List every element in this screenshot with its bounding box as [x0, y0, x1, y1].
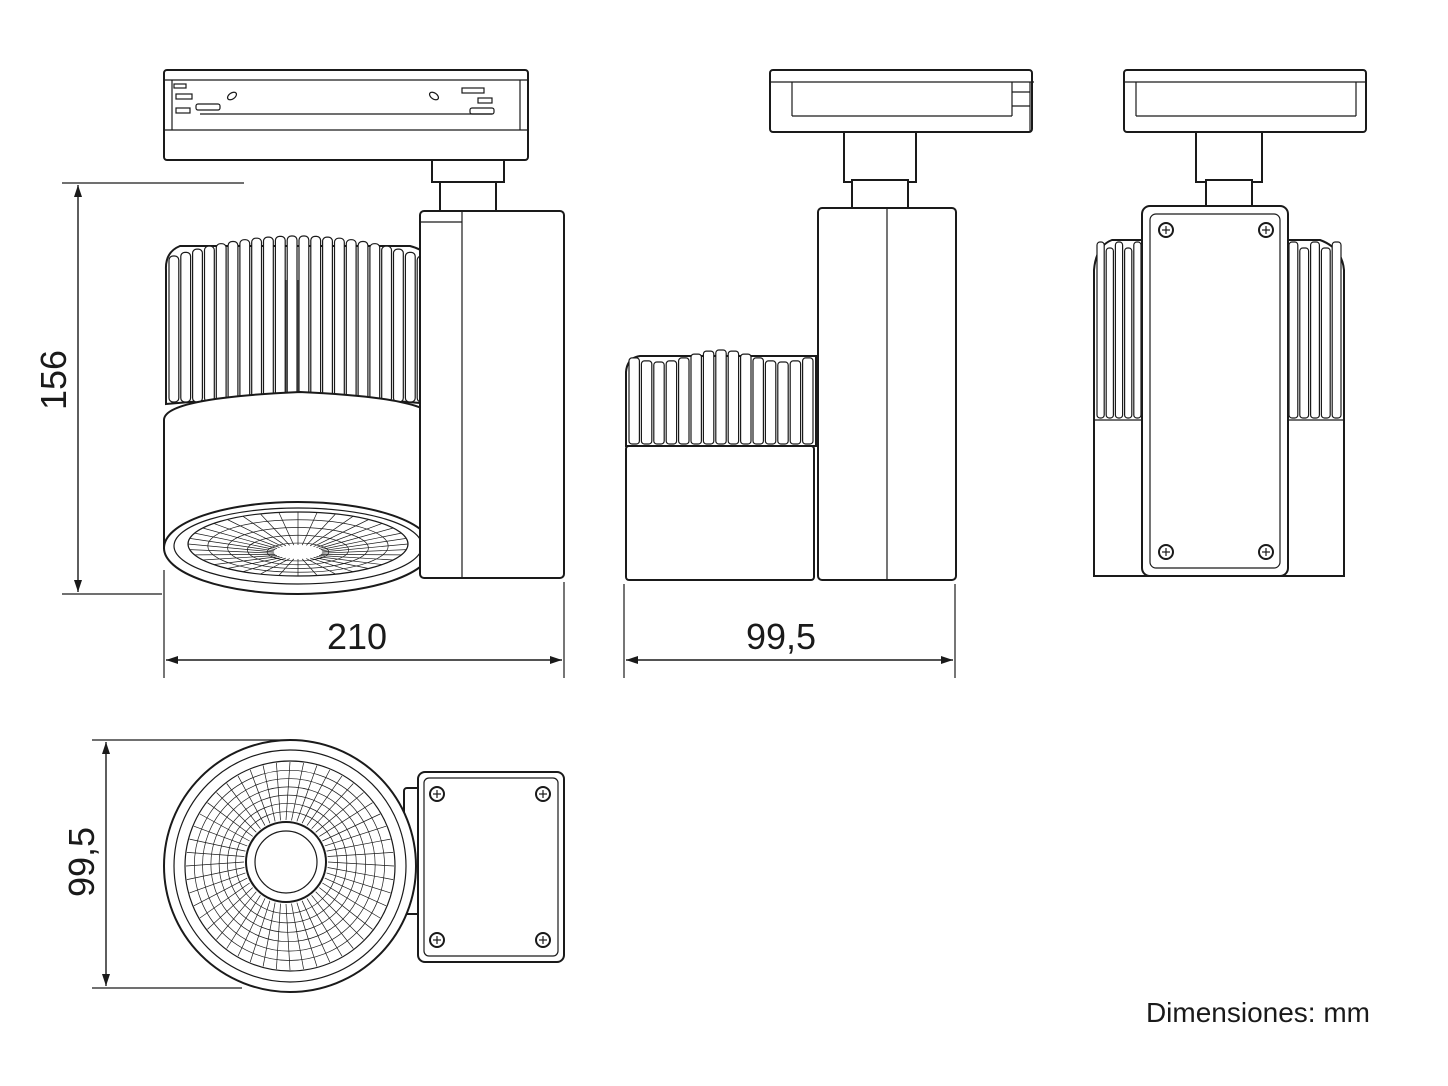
dimension-height-99-5: 99,5	[61, 739, 288, 989]
back-track-adapter	[1123, 69, 1367, 133]
bottom-view	[163, 739, 565, 993]
dimension-label-156: 156	[33, 350, 74, 410]
bottom-lamp-face	[163, 739, 417, 993]
screw-icon	[535, 932, 551, 948]
screw-icon	[1258, 222, 1274, 238]
front-lens	[163, 501, 433, 595]
screw-icon	[1258, 544, 1274, 560]
dimension-label-99-5-horizontal: 99,5	[746, 616, 816, 657]
front-driver-box	[419, 210, 565, 579]
units-note: Dimensiones: mm	[1146, 997, 1370, 1028]
screw-icon	[429, 932, 445, 948]
screw-icon	[1158, 222, 1174, 238]
side-view	[625, 69, 1034, 581]
bottom-driver-box	[417, 771, 565, 963]
front-track-adapter	[163, 69, 529, 161]
side-track-adapter	[769, 69, 1034, 133]
screw-icon	[535, 786, 551, 802]
dimension-width-210: 210	[163, 570, 565, 678]
side-driver-box	[817, 207, 957, 581]
back-cover-plate	[1141, 205, 1289, 577]
screw-icon	[429, 786, 445, 802]
side-neck	[843, 131, 917, 209]
front-neck	[431, 159, 505, 213]
back-neck	[1195, 131, 1263, 207]
back-view	[1093, 69, 1367, 577]
screw-icon	[1158, 544, 1174, 560]
dimension-label-210: 210	[327, 616, 387, 657]
front-view	[163, 69, 565, 595]
dimension-label-99-5-vertical: 99,5	[61, 827, 102, 897]
dimension-height-156: 156	[33, 182, 244, 595]
side-lamp-head	[625, 349, 817, 581]
dimension-width-99-5: 99,5	[623, 584, 956, 678]
